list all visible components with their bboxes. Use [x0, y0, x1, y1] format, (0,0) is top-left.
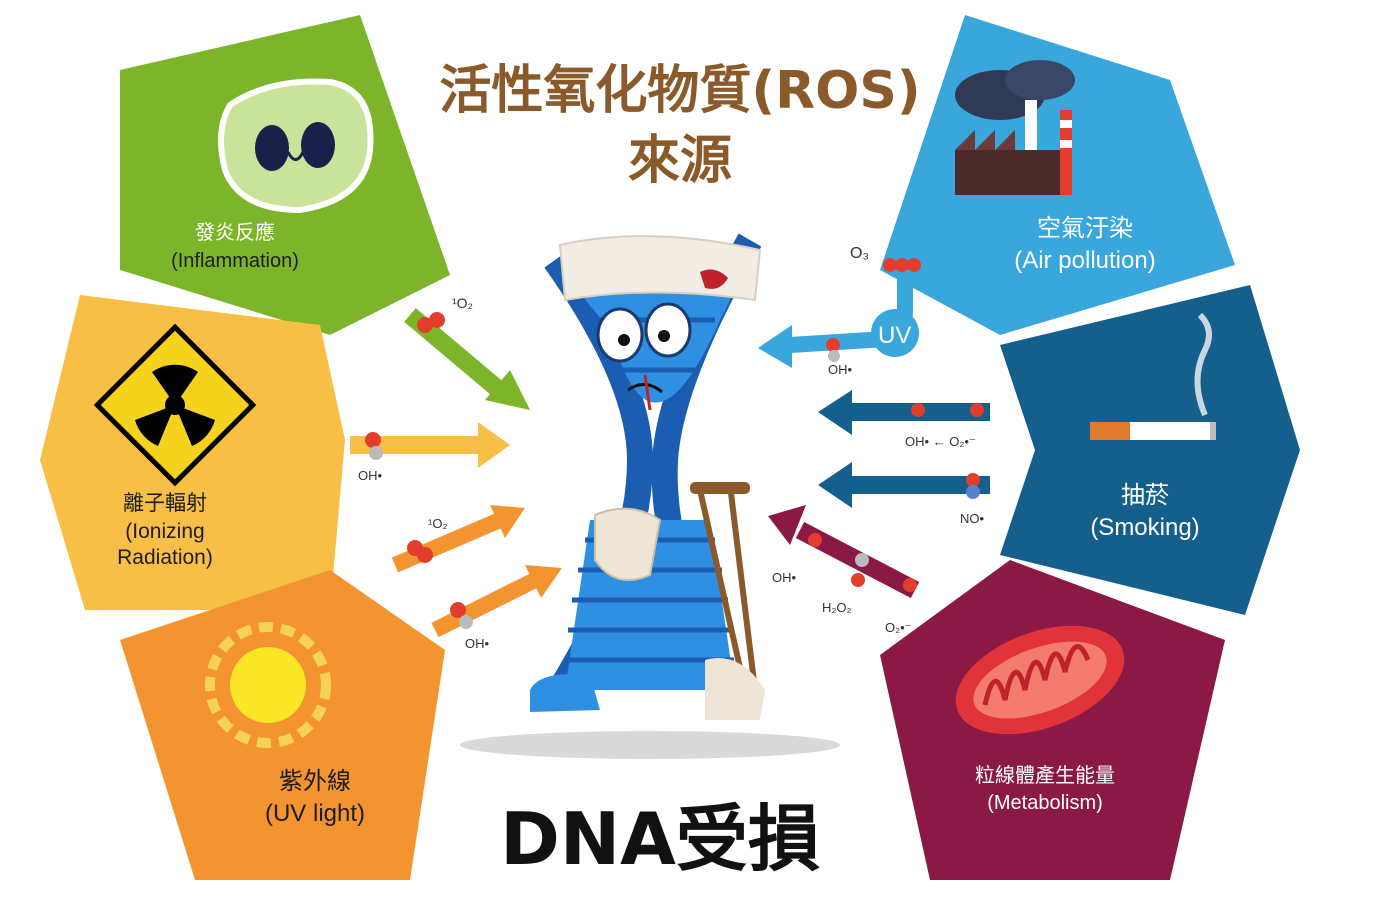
smoking-label-en: (Smoking) [1090, 514, 1200, 541]
radiation-icon [93, 323, 257, 487]
inflammation-label-en: (Inflammation) [171, 250, 299, 272]
uv-badge: UV [878, 322, 911, 349]
mol-air-1: O₃ [850, 245, 869, 262]
metabolism-label-en: (Metabolism) [987, 792, 1103, 814]
uv-panel [120, 570, 445, 880]
dna-damage-label: DNA受損 [500, 797, 820, 881]
mol-metabolism-1: OH• [772, 570, 797, 585]
mol-smoking-2: NO• [960, 511, 985, 526]
mol-inflammation: ¹O₂ [452, 295, 473, 311]
smoking-panel [1000, 285, 1300, 615]
mol-uv-1: ¹O₂ [428, 516, 448, 531]
mol-metabolism-2: H₂O₂ [822, 600, 852, 615]
cigarette-icon [1090, 312, 1216, 440]
arrow-air [758, 265, 919, 368]
factory-icon [955, 60, 1075, 195]
smoking-label-zh: 抽菸 [1121, 482, 1169, 509]
arrow-smoking-1 [818, 390, 990, 435]
mol-radiation: OH• [358, 468, 383, 483]
uv-label-zh: 紫外線 [279, 768, 351, 795]
cell-icon [218, 78, 374, 214]
sun-icon [205, 622, 331, 748]
arrow-uv-2 [431, 565, 562, 638]
arrow-uv-1 [391, 505, 525, 573]
mol-air-2: OH• [828, 362, 853, 377]
radiation-label-zh: 離子輻射 [123, 492, 207, 515]
molecules [365, 258, 984, 629]
title-line2: 來源 [627, 131, 732, 191]
mol-metabolism-3: O₂•⁻ [885, 620, 912, 635]
uv-label-en: (UV light) [264, 800, 366, 827]
floor-shadow [460, 731, 840, 759]
dna-character [530, 233, 765, 720]
metabolism-label-zh: 粒線體產生能量 [975, 765, 1115, 787]
title-line1: 活性氧化物質(ROS) [439, 61, 921, 121]
air-label-zh: 空氣汙染 [1037, 215, 1133, 242]
air-label-en: (Air pollution) [1014, 247, 1156, 274]
arrow-smoking-2 [818, 462, 990, 508]
mol-smoking-1: OH• ← O₂•⁻ [905, 434, 976, 449]
mitochondria-icon [955, 625, 1125, 735]
mol-uv-2: OH• [465, 636, 490, 651]
radiation-label-en2: Radiation) [117, 546, 213, 569]
radiation-label-en1: (Ionizing [125, 520, 205, 543]
inflammation-label-zh: 發炎反應 [195, 222, 275, 244]
